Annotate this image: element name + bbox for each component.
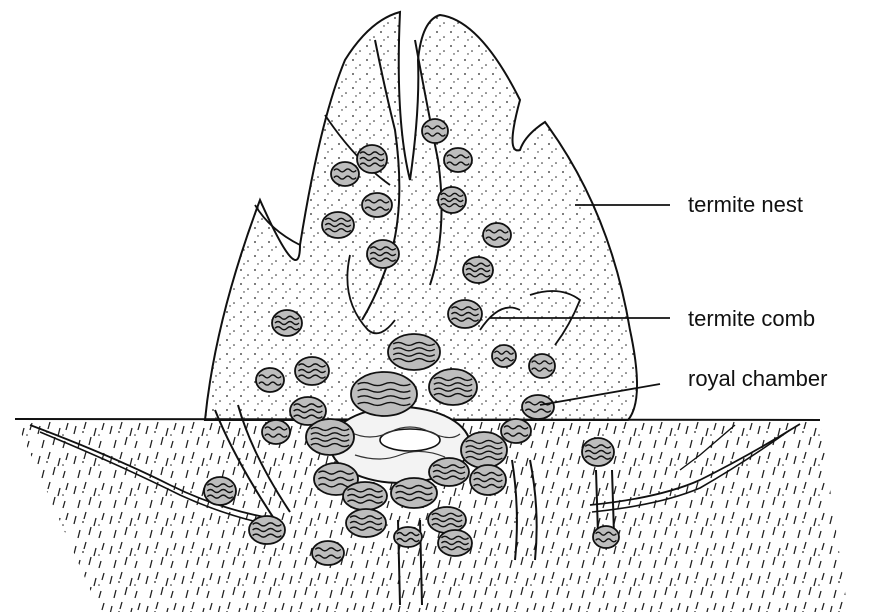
label-termite-comb: termite comb [688, 306, 815, 331]
label-royal-chamber: royal chamber [688, 366, 827, 391]
termite-comb [428, 507, 466, 533]
termite-comb [357, 145, 387, 173]
termite-comb [322, 212, 354, 238]
termite-comb [429, 458, 469, 486]
termite-comb [492, 345, 516, 367]
termite-comb [295, 357, 329, 385]
termite-comb [448, 300, 482, 328]
termite-comb [529, 354, 555, 378]
termite-comb [438, 530, 472, 556]
termite-comb [593, 526, 619, 548]
termite-comb [249, 516, 285, 544]
termite-comb [272, 310, 302, 336]
termite-comb [367, 240, 399, 268]
termite-comb [438, 187, 466, 213]
termite-comb [444, 148, 472, 172]
termite-comb [262, 420, 290, 444]
termite-comb [306, 419, 354, 455]
termite-comb [461, 432, 507, 468]
termite-comb [362, 193, 392, 217]
termite-comb [351, 372, 417, 416]
termite-comb [256, 368, 284, 392]
termite-comb [391, 478, 437, 508]
termite-comb [522, 395, 554, 419]
termite-comb [346, 509, 386, 537]
termite-comb [483, 223, 511, 247]
termite-comb [582, 438, 614, 466]
termite-comb [470, 465, 506, 495]
termite-comb [343, 482, 387, 510]
termite-comb [312, 541, 344, 565]
termite-comb [501, 419, 531, 443]
label-termite-nest: termite nest [688, 192, 803, 217]
termite-comb [429, 369, 477, 405]
termite-comb [422, 119, 448, 143]
termite-comb [204, 477, 236, 505]
termite-comb [394, 527, 422, 547]
termite-comb [463, 257, 493, 283]
termite-comb [331, 162, 359, 186]
termite-comb [388, 334, 440, 370]
